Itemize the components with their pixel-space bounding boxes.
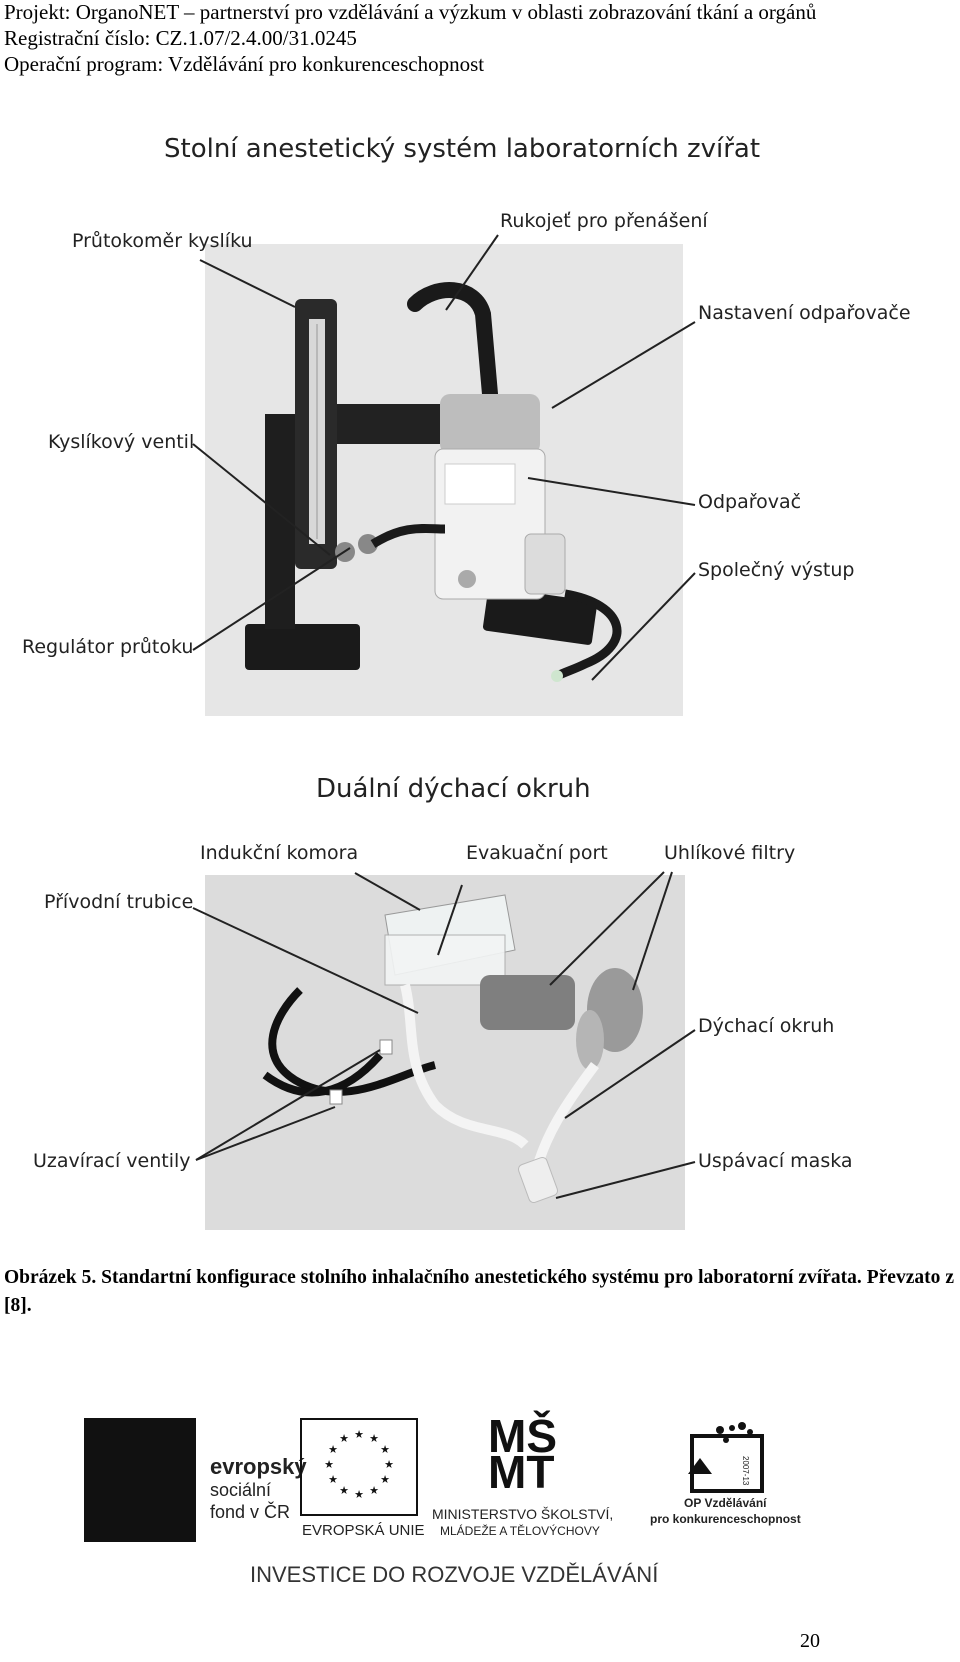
- label-induction-chamber: Indukční komora: [200, 842, 359, 864]
- anesthesia-system-photo: [203, 242, 685, 718]
- label-carbon-filters: Uhlíkové filtry: [664, 842, 796, 864]
- esf-logo: evropský sociální fond v ČR: [84, 1418, 307, 1542]
- esf-text-line1: evropský: [210, 1454, 307, 1479]
- label-shutoff-valves: Uzavírací ventily: [33, 1150, 191, 1172]
- investment-slogan: INVESTICE DO ROZVOJE VZDĚLÁVÁNÍ: [250, 1562, 659, 1587]
- svg-text:★: ★: [354, 1428, 364, 1441]
- op-text-line1: OP Vzdělávání: [684, 1496, 767, 1510]
- svg-text:★: ★: [369, 1484, 379, 1497]
- breathing-circuit-photo: [203, 873, 687, 1232]
- msmt-text-line2: MLÁDEŽE A TĚLOVÝCHOVY: [440, 1524, 600, 1538]
- figure2-title: Duální dýchací okruh: [316, 774, 591, 804]
- label-common-outlet: Společný výstup: [698, 559, 855, 581]
- label-supply-tube: Přívodní trubice: [44, 891, 194, 913]
- eu-logo: ★★★ ★★★ ★★★ ★★★ EVROPSKÁ UNIE: [300, 1418, 425, 1542]
- page-number: 20: [800, 1630, 820, 1652]
- svg-text:★: ★: [324, 1458, 334, 1471]
- eu-stars-icon: ★★★ ★★★ ★★★ ★★★: [324, 1428, 394, 1501]
- project-header-line: Projekt: OrganoNET – partnerství pro vzd…: [4, 0, 817, 24]
- label-vaporizer: Odpařovač: [698, 491, 802, 513]
- eu-flag: ★★★ ★★★ ★★★ ★★★: [300, 1418, 418, 1516]
- svg-text:★: ★: [328, 1473, 338, 1486]
- anesthesia-system-illustration: [205, 244, 683, 716]
- eu-text: EVROPSKÁ UNIE: [302, 1522, 425, 1539]
- svg-text:★: ★: [380, 1473, 390, 1486]
- svg-text:★: ★: [339, 1484, 349, 1497]
- label-evacuation-port: Evakuační port: [466, 842, 608, 864]
- svg-text:★: ★: [384, 1458, 394, 1471]
- msmt-text-line1: MINISTERSTVO ŠKOLSTVÍ,: [432, 1506, 614, 1522]
- figure-caption: Obrázek 5. Standartní konfigurace stolní…: [4, 1267, 954, 1316]
- svg-text:★: ★: [354, 1488, 364, 1501]
- label-carrying-handle: Rukojeť pro přenášení: [500, 210, 708, 232]
- operational-program-line: Operační program: Vzdělávání pro konkure…: [4, 52, 485, 76]
- svg-text:★: ★: [339, 1432, 349, 1445]
- op-text-line2: pro konkurenceschopnost: [650, 1512, 801, 1526]
- esf-text-line2: sociální: [210, 1480, 272, 1500]
- esf-text-line3: fond v ČR: [210, 1502, 291, 1522]
- svg-text:★: ★: [328, 1443, 338, 1456]
- label-oxygen-valve: Kyslíkový ventil: [48, 431, 195, 453]
- figure1-title: Stolní anestetický systém laboratorních …: [164, 134, 761, 164]
- label-vaporizer-setting: Nastavení odpařovače: [698, 302, 911, 324]
- svg-text:★: ★: [380, 1443, 390, 1456]
- op-years: 2007-13: [741, 1456, 750, 1486]
- label-anesthesia-mask: Uspávací maska: [698, 1150, 853, 1172]
- label-breathing-circuit: Dýchací okruh: [698, 1015, 835, 1037]
- op-mark-icon: [688, 1422, 764, 1493]
- registration-number-line: Registrační číslo: CZ.1.07/2.4.00/31.024…: [4, 26, 357, 50]
- esf-mark: [84, 1418, 196, 1542]
- svg-text:★: ★: [369, 1432, 379, 1445]
- label-flow-regulator: Regulátor průtoku: [22, 636, 194, 658]
- op-education-logo: 2007-13 OP Vzdělávání pro konkurencescho…: [650, 1418, 810, 1542]
